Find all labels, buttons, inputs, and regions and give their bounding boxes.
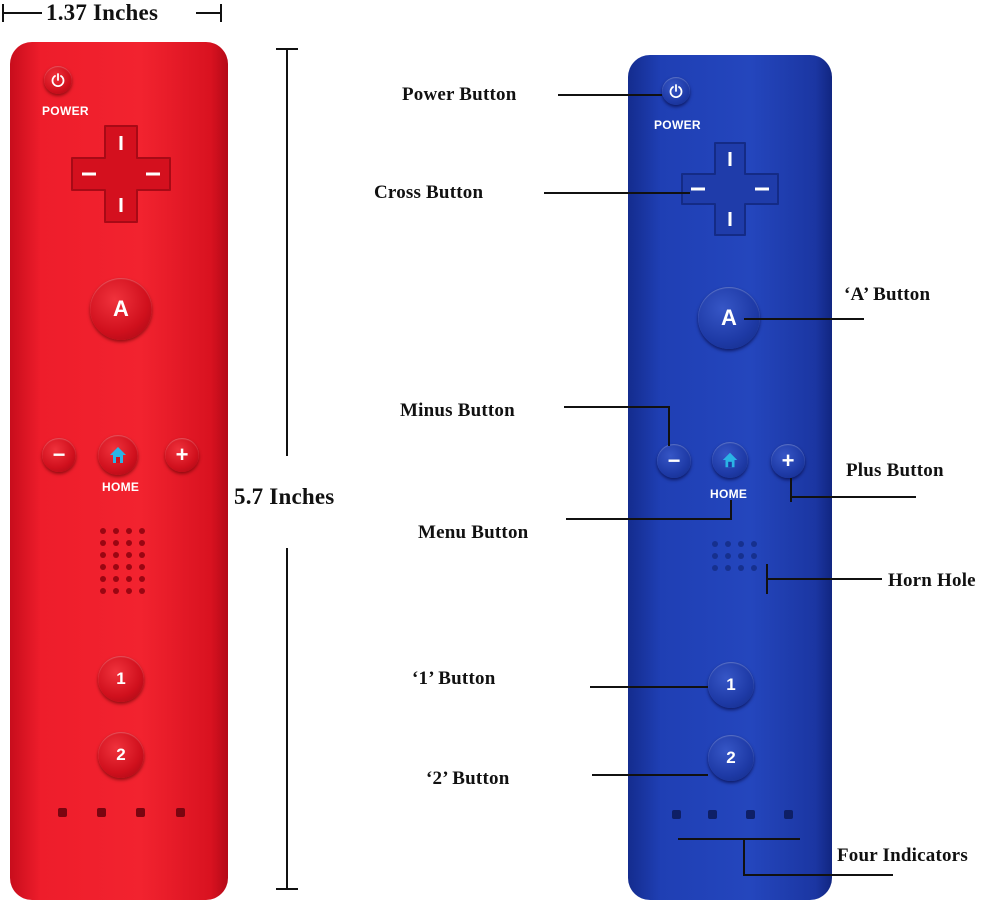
leader-minus-v — [668, 406, 670, 446]
red-indicator-3 — [136, 808, 145, 817]
blue-two-button[interactable]: 2 — [708, 735, 754, 781]
home-icon — [722, 452, 738, 468]
width-label: 1.37 Inches — [46, 0, 159, 25]
red-power-label: POWER — [42, 104, 89, 118]
red-plus-button[interactable]: + — [165, 438, 199, 472]
blue-plus-button[interactable]: + — [771, 444, 805, 478]
leader-a — [744, 318, 864, 320]
leader-cross — [544, 192, 690, 194]
callout-four-indicators: Four Indicators — [837, 845, 968, 866]
height-line-top — [286, 48, 288, 456]
callout-power-button: Power Button — [402, 84, 517, 105]
blue-power-label: POWER — [654, 118, 701, 132]
red-indicator-1 — [58, 808, 67, 817]
callout-minus-button: Minus Button — [400, 400, 515, 421]
blue-power-button[interactable] — [662, 77, 690, 105]
red-two-label: 2 — [116, 745, 126, 764]
callout-one-button: ‘1’ Button — [412, 668, 496, 689]
red-home-button[interactable] — [98, 435, 138, 475]
blue-minus-button[interactable]: − — [657, 444, 691, 478]
red-remote: POWER A − HOME + 1 2 — [10, 42, 228, 900]
minus-icon: − — [52, 442, 66, 467]
width-line-right — [196, 12, 220, 14]
callout-a-button: ‘A’ Button — [844, 284, 931, 305]
plus-icon: + — [781, 448, 795, 473]
blue-cross-button[interactable] — [678, 139, 782, 239]
blue-indicator-4 — [784, 810, 793, 819]
height-label: 5.7 Inches — [234, 484, 335, 509]
height-line-bottom — [286, 548, 288, 890]
leader-minus-h — [564, 406, 670, 408]
leader-horn-h — [766, 578, 882, 580]
power-icon — [669, 84, 683, 98]
blue-one-label: 1 — [726, 675, 736, 694]
leader-indicators-h — [743, 874, 893, 876]
callout-horn-hole: Horn Hole — [888, 570, 976, 591]
width-line-left — [2, 12, 42, 14]
leader-one — [590, 686, 708, 688]
leader-indicators-bar — [678, 838, 800, 840]
blue-indicator-2 — [708, 810, 717, 819]
home-icon — [110, 447, 126, 463]
red-power-button[interactable] — [44, 66, 72, 94]
callout-two-button: ‘2’ Button — [426, 768, 510, 789]
height-tick-bottom — [276, 888, 298, 890]
blue-speaker-grille — [712, 541, 758, 571]
blue-home-button[interactable] — [712, 442, 748, 478]
blue-indicator-1 — [672, 810, 681, 819]
red-indicator-4 — [176, 808, 185, 817]
red-one-button[interactable]: 1 — [98, 656, 144, 702]
power-icon — [51, 73, 65, 87]
leader-power — [558, 94, 662, 96]
leader-menu-v — [730, 500, 732, 520]
red-one-label: 1 — [116, 669, 126, 688]
leader-indicators-v — [743, 838, 745, 876]
blue-remote: POWER A − HOME + 1 2 — [628, 55, 832, 900]
leader-plus-h — [790, 496, 916, 498]
leader-menu-h — [566, 518, 732, 520]
red-a-button[interactable]: A — [90, 278, 152, 340]
blue-one-button[interactable]: 1 — [708, 662, 754, 708]
leader-two — [592, 774, 708, 776]
red-two-button[interactable]: 2 — [98, 732, 144, 778]
plus-icon: + — [175, 442, 189, 467]
blue-two-label: 2 — [726, 748, 736, 767]
callout-plus-button: Plus Button — [846, 460, 944, 481]
callout-menu-button: Menu Button — [418, 522, 529, 543]
red-minus-button[interactable]: − — [42, 438, 76, 472]
red-indicator-2 — [97, 808, 106, 817]
red-speaker-grille — [100, 528, 146, 594]
blue-indicator-3 — [746, 810, 755, 819]
red-cross-button[interactable] — [68, 122, 174, 226]
width-tick-right — [220, 4, 222, 22]
callout-cross-button: Cross Button — [374, 182, 484, 203]
blue-a-label: A — [721, 305, 737, 330]
red-a-label: A — [113, 296, 129, 321]
leader-plus-v — [790, 478, 792, 502]
blue-home-label: HOME — [710, 487, 748, 501]
red-home-label: HOME — [102, 480, 140, 494]
minus-icon: − — [667, 448, 681, 473]
